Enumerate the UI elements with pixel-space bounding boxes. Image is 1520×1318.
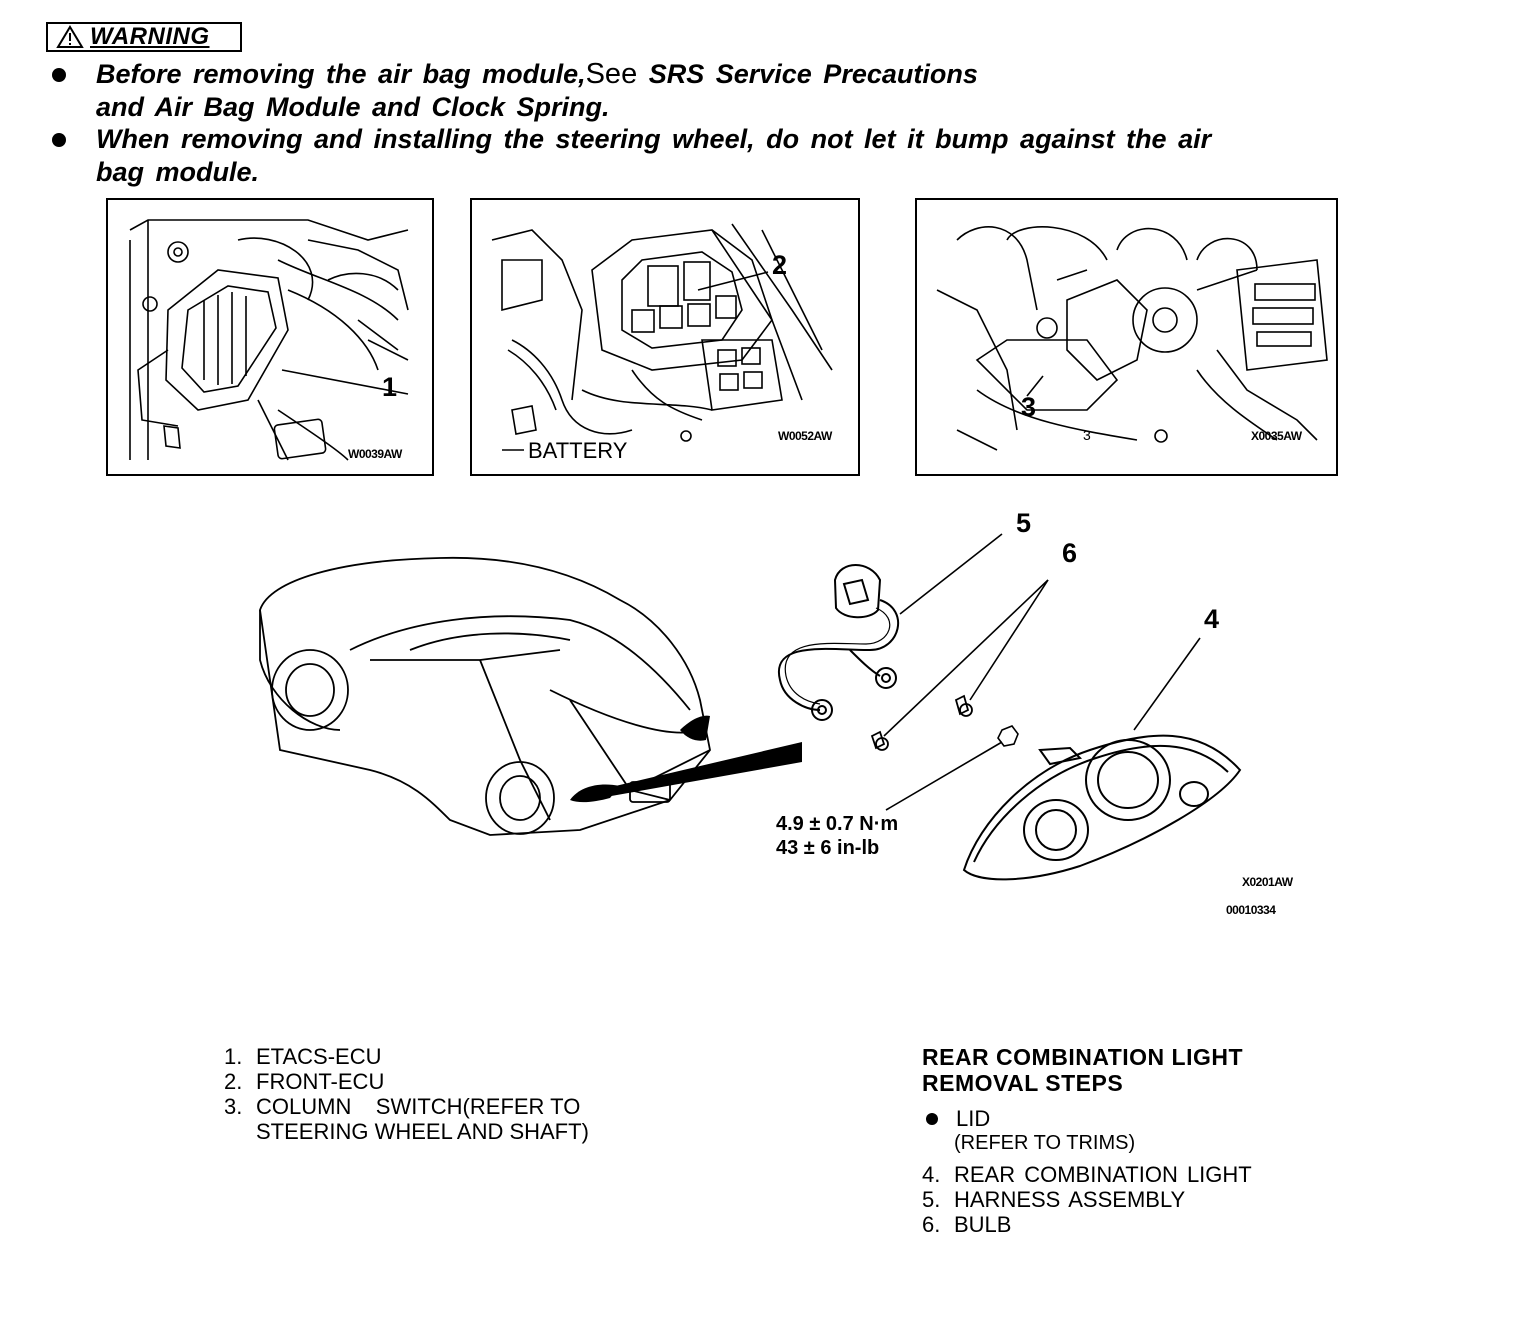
callout-4: 4: [1204, 604, 1219, 634]
list-item: 1.ETACS-ECU: [224, 1044, 382, 1069]
etacs-ecu-illustration: 1 W0039AW: [129, 219, 409, 461]
list-item: 3.COLUMN SWITCH(REFER TO: [224, 1094, 581, 1119]
figure-panel-etacs-ecu: 1 W0039AW: [106, 198, 434, 476]
bulb-illustration: [870, 694, 973, 751]
warning-bullet-2: [52, 133, 66, 147]
list-item: STEERING WHEEL AND SHAFT): [256, 1119, 589, 1144]
callout-3: 3: [1021, 392, 1036, 422]
figure-code-main-1: X0201AW: [1242, 875, 1294, 889]
torque-spec: 4.9 ± 0.7 N·m 43 ± 6 in-lb: [776, 812, 898, 860]
warning-triangle-icon: [56, 25, 84, 48]
list-item: 6.BULB: [922, 1212, 1012, 1237]
main-illustration-rear-light: 5 6 4 X0201AW 00010334: [259, 508, 1294, 917]
figure-code-main-2: 00010334: [1226, 903, 1276, 917]
figure-code-1: W0039AW: [348, 447, 403, 461]
list-item: 2.FRONT-ECU: [224, 1069, 385, 1094]
list-item: 4.REAR COMBINATION LIGHT: [922, 1162, 1252, 1187]
warning-bullet-1: [52, 68, 66, 82]
front-ecu-illustration: 2 BATTERY W0052AW: [491, 223, 834, 463]
removal-steps-list: 4.REAR COMBINATION LIGHT 5.HARNESS ASSEM…: [922, 1162, 1252, 1237]
figure-panel-column-switch: 3 3 X0035AW: [915, 198, 1338, 476]
removal-steps-title: REAR COMBINATION LIGHT REMOVAL STEPS: [922, 1044, 1244, 1096]
warning-text-1: Before removing the air bag module,See S…: [96, 58, 978, 122]
warning-label-box: WARNING: [46, 22, 242, 52]
torque-inlb: 43 ± 6 in-lb: [776, 837, 880, 859]
lid-bullet: [926, 1113, 938, 1125]
figure-panel-front-ecu: 2 BATTERY W0052AW: [470, 198, 860, 476]
callout-1: 1: [382, 372, 397, 402]
callout-5: 5: [1016, 508, 1031, 538]
figure-code-2: W0052AW: [778, 429, 833, 443]
tail-light-right-marker: [680, 715, 710, 741]
figure-code-3: X0035AW: [1251, 429, 1303, 443]
warning-text-2: When removing and installing the steerin…: [96, 124, 1212, 187]
nut-icon: [997, 725, 1019, 747]
callout-2: 2: [772, 250, 787, 280]
harness-assembly-illustration: [777, 564, 899, 721]
battery-label: BATTERY: [528, 438, 628, 463]
warning-title: WARNING: [90, 23, 210, 50]
rear-combination-light-illustration: [962, 734, 1242, 881]
small-mark-3: 3: [1083, 427, 1091, 443]
torque-nm: 4.9 ± 0.7 N·m: [776, 813, 899, 835]
parts-list: 1.ETACS-ECU 2.FRONT-ECU 3.COLUMN SWITCH(…: [224, 1044, 589, 1144]
lid-item: LID: [956, 1106, 991, 1131]
car-body-illustration: [259, 556, 711, 836]
lid-note: (REFER TO TRIMS): [954, 1132, 1136, 1154]
column-switch-illustration: 3 3 X0035AW: [936, 226, 1328, 451]
callout-6: 6: [1062, 538, 1077, 568]
list-item: 5.HARNESS ASSEMBLY: [922, 1187, 1186, 1212]
detail-pointer: [590, 742, 802, 798]
